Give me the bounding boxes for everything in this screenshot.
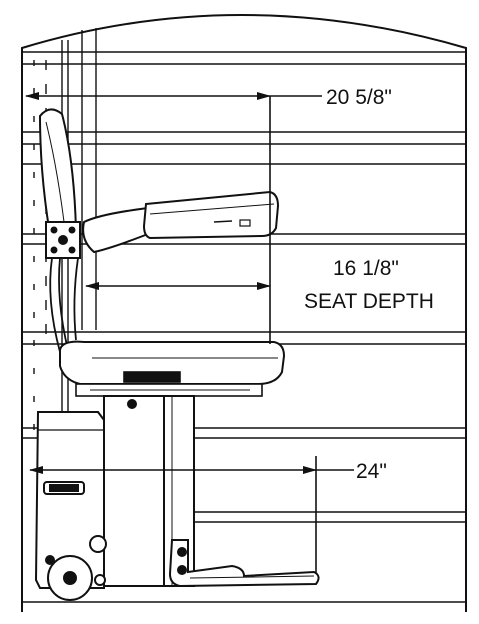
seat-depth-value-label: 16 1/8"	[333, 257, 399, 280]
dimension-overall-depth	[25, 92, 322, 344]
backrest-bracket	[45, 221, 81, 259]
drive-unit	[34, 411, 107, 601]
dimension-footrest-depth	[29, 456, 354, 574]
footrest	[168, 539, 320, 588]
armrest	[82, 190, 280, 254]
seat-cushion	[59, 340, 286, 385]
arched-frame	[21, 14, 467, 612]
overall-depth-label: 20 5/8"	[326, 86, 392, 109]
seat-carriage	[75, 371, 263, 405]
footrest-depth-label: 24"	[356, 460, 387, 483]
seat-depth-caption: SEAT DEPTH	[304, 290, 434, 313]
